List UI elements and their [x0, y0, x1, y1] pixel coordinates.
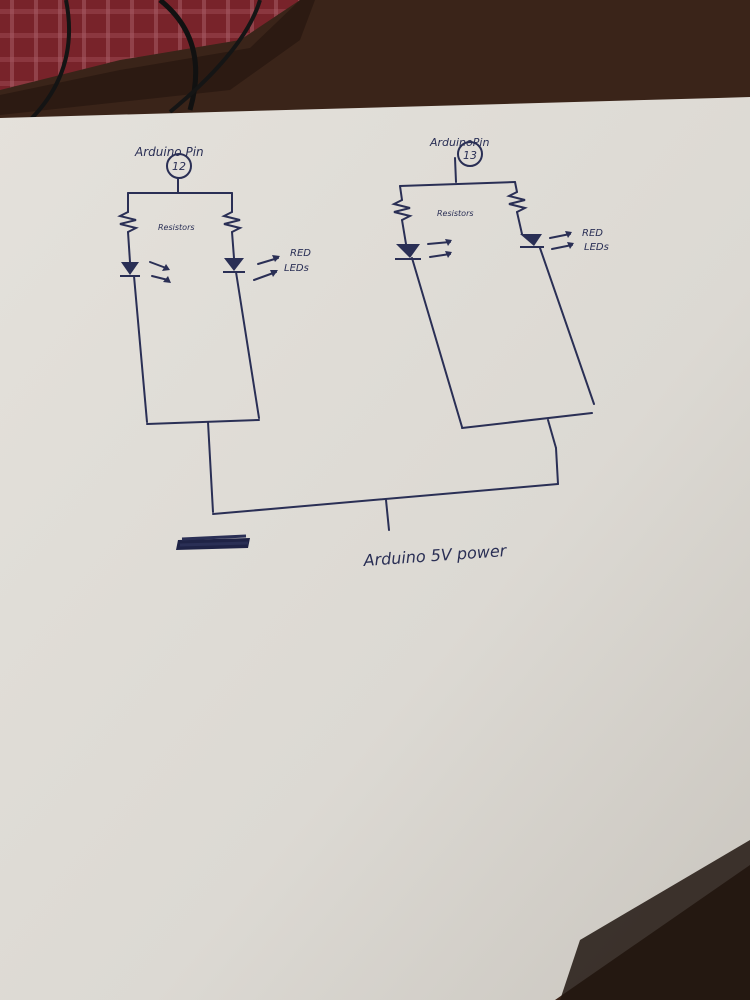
led-label-left-line2: LEDs [284, 263, 309, 274]
led-label-right-line1: RED [582, 228, 603, 239]
dark-corner [560, 840, 750, 1000]
led-left-1-bar [120, 275, 140, 277]
led-right-1-bar [395, 258, 421, 260]
pin-label-left: Arduino Pin [134, 145, 204, 159]
led-label-right-line2: LEDs [584, 242, 609, 253]
arrow-head [567, 242, 574, 249]
arrow-head [163, 276, 171, 283]
right-leds [395, 231, 574, 260]
cable-shadow [0, 0, 315, 115]
arrow-head [565, 231, 572, 238]
led-left-1 [121, 262, 139, 275]
arrow-head [162, 264, 170, 271]
wire [231, 231, 235, 259]
resistor-right-2 [506, 191, 528, 213]
wire [385, 499, 390, 531]
power-bus [212, 447, 559, 531]
light-arrow [427, 241, 451, 245]
resistor-label-left: Resistors [158, 223, 195, 232]
led-label-left-line1: RED [290, 248, 311, 259]
led-right-1 [396, 244, 420, 258]
led-left-2-bar [223, 271, 245, 273]
pin-number-left: 12 [172, 160, 186, 173]
resistor-left-1 [117, 211, 139, 233]
light-arrow [149, 261, 167, 269]
resistor-right-1 [391, 199, 413, 221]
wire [212, 483, 559, 515]
arrow-head [445, 239, 452, 246]
wire [461, 412, 593, 429]
arrow-head [270, 270, 278, 277]
arrow-head [445, 251, 452, 258]
wire [454, 157, 457, 183]
wire [514, 181, 518, 193]
scribble-strokes [179, 534, 249, 547]
wire [411, 257, 463, 428]
wire [399, 185, 403, 201]
wire [539, 247, 595, 405]
left-leds [120, 255, 280, 283]
wire [207, 421, 214, 513]
pin-13-circle [457, 141, 483, 167]
wire [133, 275, 148, 423]
pin-number-right: 13 [463, 149, 477, 162]
led-right-2 [520, 234, 542, 246]
black-cable [168, 0, 262, 114]
arrow-head [272, 255, 280, 262]
wire [127, 231, 131, 263]
wire [146, 419, 260, 425]
pin-label-right: ArduinoPin [429, 136, 489, 149]
wire [235, 271, 260, 419]
wire [555, 447, 559, 485]
led-right-2-bar [520, 246, 544, 248]
wire [516, 211, 523, 235]
resistor-left-2 [221, 211, 243, 233]
paper-sheet [0, 97, 750, 1000]
left-circuit [117, 153, 279, 513]
plaid-cloth-shadow [0, 0, 300, 90]
wire [399, 181, 516, 187]
wire [547, 419, 557, 449]
black-cable [158, 0, 199, 111]
wire [401, 219, 407, 245]
led-left-2 [224, 258, 244, 271]
black-cable [28, 0, 71, 122]
resistor-label-right: Resistors [437, 209, 474, 218]
plaid-cloth [0, 0, 300, 90]
